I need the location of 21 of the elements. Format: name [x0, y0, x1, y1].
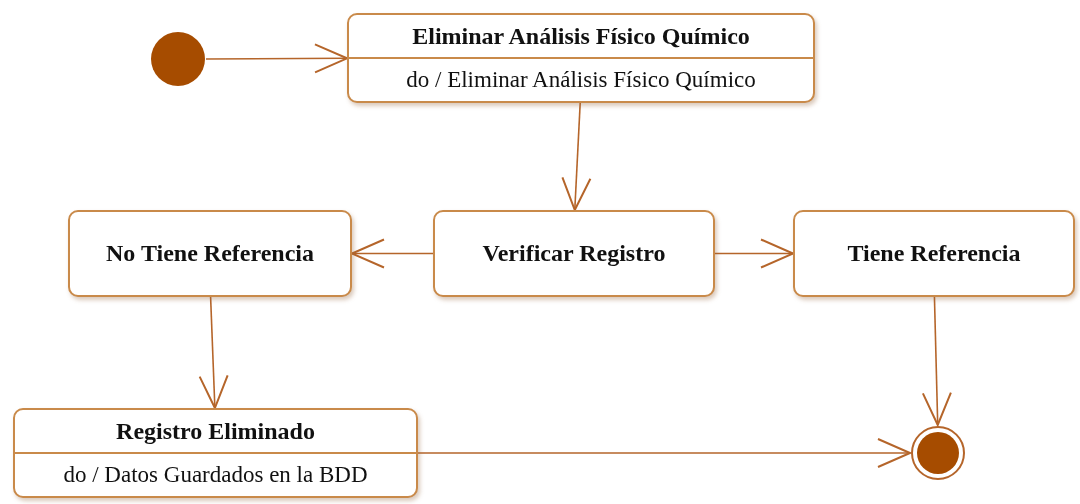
state-name: Verificar Registro [482, 240, 666, 267]
transition-arrow [351, 238, 434, 269]
transition-arrow [714, 238, 794, 269]
state-name: Registro Eliminado [116, 417, 315, 445]
state-box [793, 210, 1075, 297]
state-box [13, 408, 418, 498]
final-node [910, 425, 966, 481]
state-activity: do / Eliminar Análisis Físico Químico [406, 67, 756, 93]
state-box [68, 210, 352, 297]
transition-arrow [921, 296, 952, 426]
initial-node [150, 31, 206, 87]
transition-arrow [417, 438, 911, 468]
state-activity: do / Datos Guardados en la BDD [63, 462, 368, 488]
state-box [433, 210, 715, 297]
transition-arrow [198, 296, 229, 409]
transition-arrow [561, 102, 592, 211]
transition-arrow [205, 43, 348, 74]
state-box [347, 13, 815, 103]
state-name: Eliminar Análisis Físico Químico [412, 22, 750, 50]
state-name: No Tiene Referencia [106, 240, 314, 267]
state-name: Tiene Referencia [847, 240, 1021, 267]
